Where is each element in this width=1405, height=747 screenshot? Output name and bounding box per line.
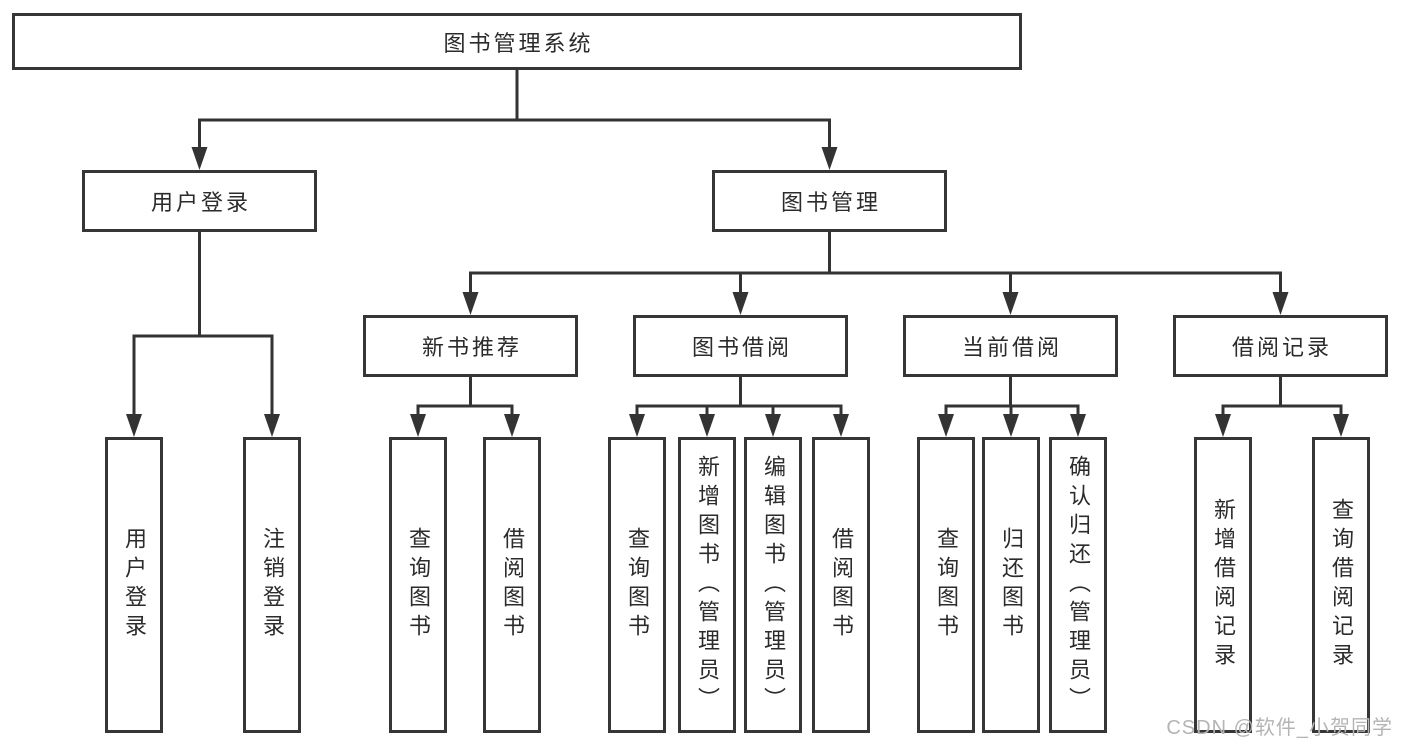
node-label: 归还图书: [999, 527, 1024, 643]
node-label: 注销登录: [260, 527, 285, 643]
node-label: 查询借阅记录: [1329, 498, 1354, 672]
node-label: 图书借阅: [691, 335, 792, 360]
node-label: 新增图书（管理员）: [695, 454, 720, 716]
node-label: 借阅图书: [500, 527, 525, 643]
node-label: 编辑图书（管理员）: [761, 454, 786, 716]
node-borrowing-records: 借阅记录: [1173, 315, 1388, 377]
leaf-search-borrow-record: 查询借阅记录: [1312, 437, 1370, 733]
node-label: 用户登录: [150, 190, 251, 215]
node-user-login: 用户登录: [82, 170, 317, 232]
node-label: 图书管理: [780, 190, 881, 215]
node-label: 用户登录: [122, 527, 147, 643]
leaf-search-books-current: 查询图书: [917, 437, 975, 733]
node-label: 新书推荐: [421, 335, 522, 360]
node-label: 图书管理系统: [443, 30, 594, 56]
node-label: 查询图书: [625, 527, 650, 643]
node-label: 借阅图书: [829, 527, 854, 643]
leaf-search-books-recommend: 查询图书: [389, 437, 447, 733]
leaf-user-login: 用户登录: [105, 437, 163, 733]
leaf-return-books: 归还图书: [982, 437, 1040, 733]
leaf-search-books-borrowing: 查询图书: [608, 437, 666, 733]
watermark: CSDN @软件_小贺同学: [1166, 717, 1393, 739]
node-label: 确认归还（管理员）: [1066, 454, 1091, 716]
node-current-borrowing: 当前借阅: [903, 315, 1118, 377]
node-label: 当前借阅: [961, 335, 1062, 360]
leaf-edit-books-admin: 编辑图书（管理员）: [744, 437, 802, 733]
leaf-confirm-return-admin: 确认归还（管理员）: [1049, 437, 1107, 733]
leaf-borrow-books: 借阅图书: [812, 437, 870, 733]
node-new-book-recommendation: 新书推荐: [363, 315, 578, 377]
leaf-logout: 注销登录: [243, 437, 301, 733]
leaf-borrow-books-recommend: 借阅图书: [483, 437, 541, 733]
node-book-management: 图书管理: [712, 170, 947, 232]
node-label: 新增借阅记录: [1211, 498, 1236, 672]
leaf-add-borrow-record: 新增借阅记录: [1194, 437, 1252, 733]
node-label: 查询图书: [934, 527, 959, 643]
leaf-add-books-admin: 新增图书（管理员）: [678, 437, 736, 733]
node-book-borrowing: 图书借阅: [633, 315, 848, 377]
node-label: 查询图书: [406, 527, 431, 643]
node-label: 借阅记录: [1231, 335, 1332, 360]
node-library-management-system: 图书管理系统: [12, 13, 1022, 70]
